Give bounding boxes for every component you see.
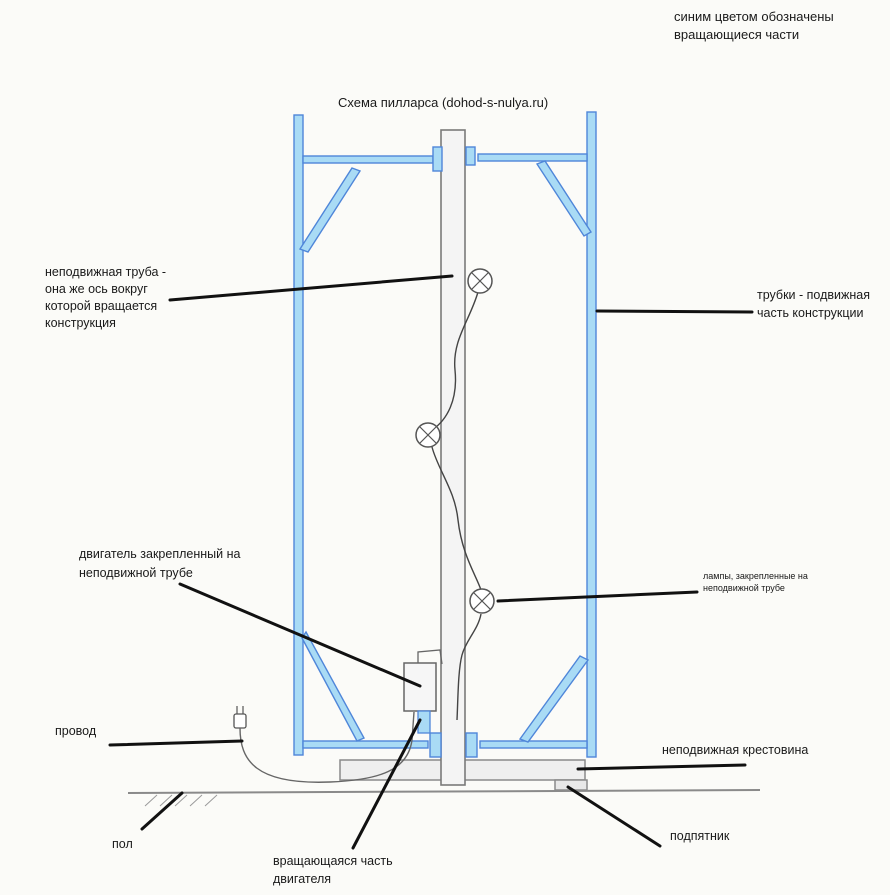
label-line: которой вращается [45, 299, 158, 313]
rotating-frame [293, 111, 597, 758]
legend-note-line: вращающиеся части [674, 27, 800, 42]
label-wire: провод [55, 724, 97, 738]
power-wire [239, 711, 415, 783]
label-line: часть конструкции [757, 306, 864, 320]
label-fixed-pipe: неподвижная труба - она же ось вокруг ко… [45, 264, 166, 332]
label-floor: пол [112, 837, 133, 851]
label-cross: неподвижная крестовина [662, 743, 809, 757]
label-line: она же ось вокруг [45, 282, 148, 296]
label-line: лампы, закрепленные на [703, 571, 808, 581]
lamp-icon [467, 268, 493, 294]
legend-note: синим цветом обозначены вращающиеся част… [674, 8, 834, 44]
lamp-icon [415, 422, 441, 448]
label-motor-rotating: вращающаяся часть двигателя [273, 852, 393, 888]
legend-note-line: синим цветом обозначены [674, 9, 834, 24]
label-line: неподвижной трубе [703, 583, 785, 593]
label-line: трубки - подвижная [757, 288, 870, 302]
diagram-title: Схема пилларса (dohod-s-nulya.ru) [338, 95, 549, 110]
power-plug-icon [233, 706, 247, 729]
label-line: двигателя [273, 872, 332, 886]
label-line: вращающаяся часть [273, 854, 393, 868]
leader-lines [108, 274, 754, 850]
label-line: конструкция [45, 316, 116, 330]
fixed-central-pipe [440, 129, 466, 786]
label-line: двигатель закрепленный на [79, 547, 241, 561]
lamp-icon [469, 588, 495, 614]
floor-line [127, 789, 761, 807]
label-motor: двигатель закрепленный на неподвижной тр… [79, 545, 240, 583]
label-line: неподвижной трубе [79, 566, 193, 580]
motor [403, 649, 443, 734]
label-lamps: лампы, закрепленные на неподвижной трубе [703, 570, 808, 594]
label-line: неподвижная труба - [45, 265, 167, 279]
label-bearing: подпятник [670, 829, 730, 843]
label-tubes: трубки - подвижная часть конструкции [757, 286, 870, 322]
lamp-cable [431, 291, 482, 721]
